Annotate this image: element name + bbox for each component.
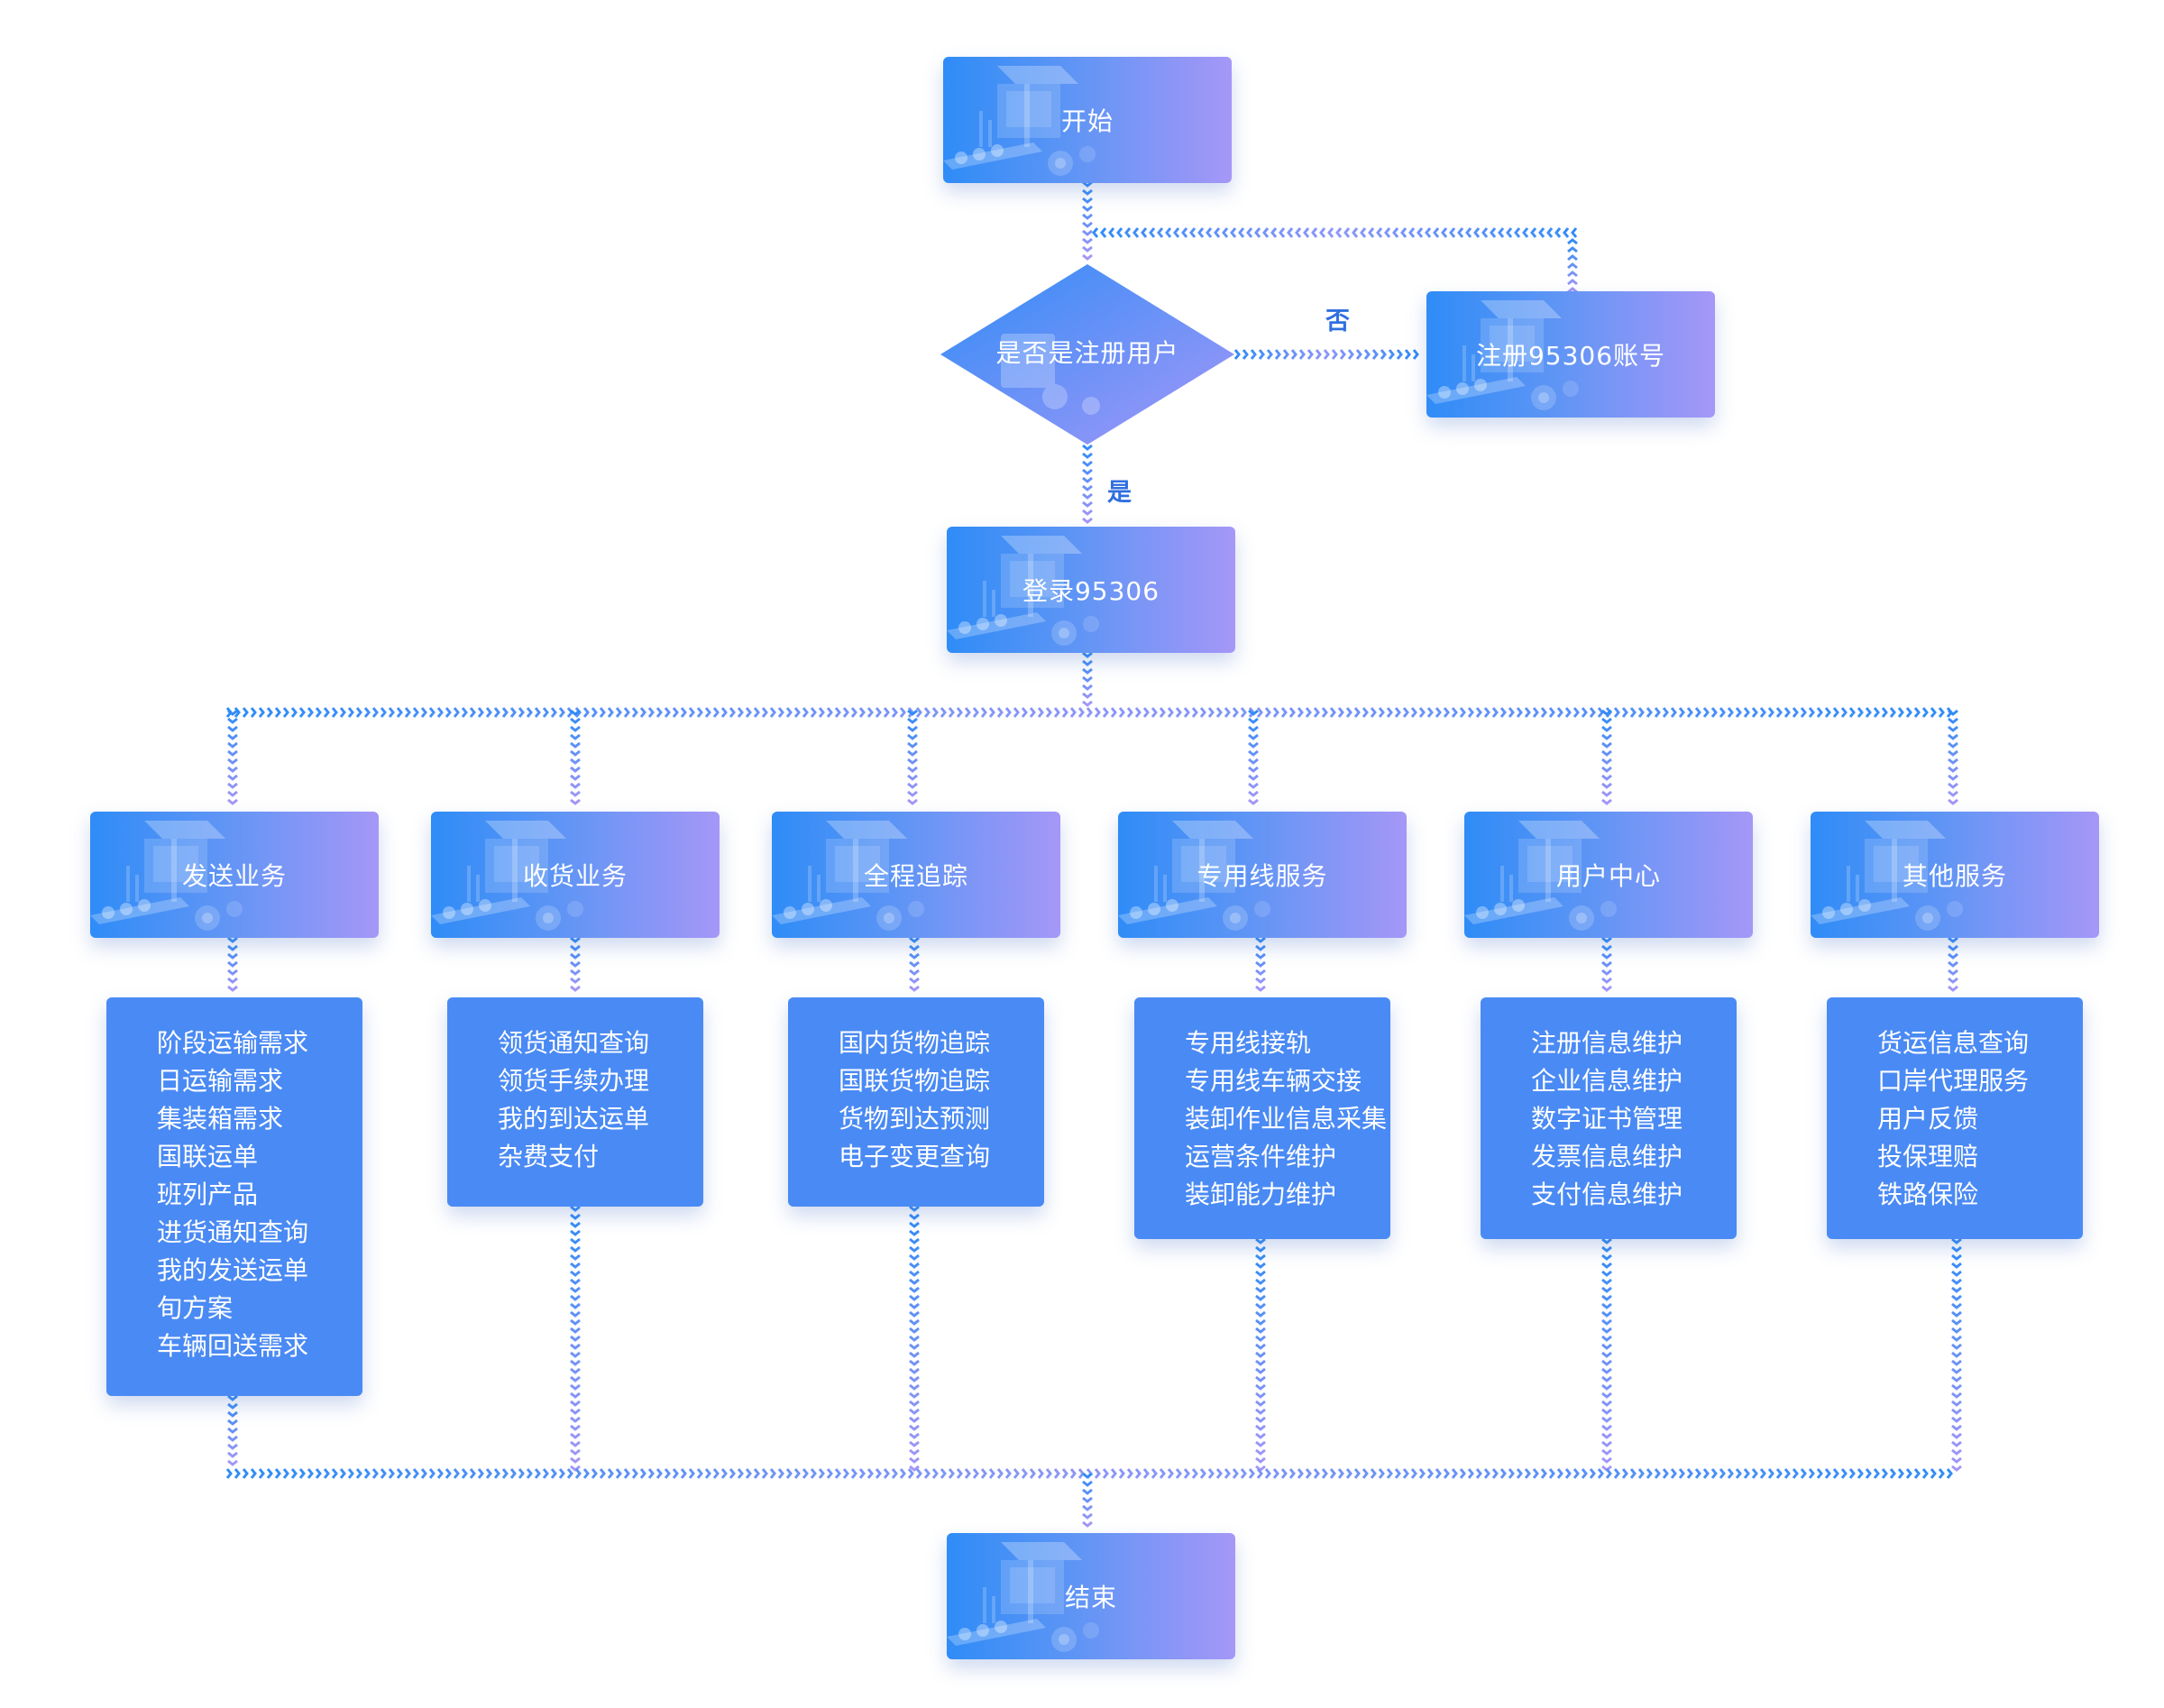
login-node: 登录95306 [947, 527, 1235, 653]
no-label: 否 [1325, 308, 1350, 335]
connector-line [1248, 709, 1259, 805]
connector-line [227, 709, 238, 805]
list-item: 专用线接轨 [1185, 1028, 1312, 1058]
list-item: 领货手续办理 [498, 1066, 650, 1096]
connector-line [1092, 227, 1578, 238]
category-title: 发送业务 [181, 861, 287, 891]
start-node: 开始 [943, 57, 1232, 183]
connector-line [1255, 936, 1266, 992]
list-item: 进货通知查询 [157, 1217, 309, 1247]
category-title: 全程追踪 [863, 861, 968, 891]
connector-line [1082, 444, 1093, 524]
register-node: 注册95306账号 [1426, 291, 1715, 418]
connector-line [227, 936, 238, 992]
list-item: 阶段运输需求 [157, 1028, 309, 1058]
list-item: 我的发送运单 [157, 1255, 309, 1285]
connector-line [1601, 1237, 1612, 1472]
item-list: 专用线接轨 专用线车辆交接 装卸作业信息采集 运营条件维护 装卸能力维护 [1134, 997, 1390, 1239]
list-item: 投保理赔 [1877, 1142, 1979, 1171]
connector-line [1601, 709, 1612, 805]
item-list: 货运信息查询 口岸代理服务 用户反馈 投保理赔 铁路保险 [1827, 997, 2083, 1239]
list-item: 数字证书管理 [1531, 1104, 1683, 1134]
category-node: 用户中心 [1464, 812, 1753, 938]
list-item: 领货通知查询 [498, 1028, 650, 1058]
category-title: 其他服务 [1902, 861, 2007, 891]
category-node: 发送业务 [90, 812, 379, 938]
connector-line [1233, 349, 1419, 360]
category-node: 收货业务 [431, 812, 720, 938]
connector-line [225, 707, 1953, 718]
list-item: 装卸作业信息采集 [1185, 1104, 1388, 1134]
list-item: 国联运单 [157, 1142, 259, 1171]
list-item: 车辆回送需求 [157, 1331, 309, 1361]
connector-line [570, 709, 581, 805]
connector-line [570, 1205, 581, 1472]
list-item: 班列产品 [157, 1180, 259, 1209]
list-item: 我的到达运单 [498, 1104, 650, 1134]
category-title: 专用线服务 [1197, 861, 1328, 891]
category-node: 专用线服务 [1118, 812, 1407, 938]
list-item: 运营条件维护 [1185, 1142, 1337, 1171]
login-label: 登录95306 [1022, 576, 1160, 606]
list-item: 货物到达预测 [839, 1104, 991, 1134]
connector-line [907, 709, 918, 805]
list-item: 国内货物追踪 [839, 1028, 991, 1058]
item-list: 注册信息维护 企业信息维护 数字证书管理 发票信息维护 支付信息维护 [1481, 997, 1737, 1239]
list-item: 旬方案 [157, 1293, 234, 1323]
category-title: 用户中心 [1555, 861, 1661, 891]
list-item: 日运输需求 [157, 1066, 284, 1096]
item-list: 阶段运输需求 日运输需求 集装箱需求 国联运单 班列产品 进货通知查询 我的发送… [106, 997, 362, 1396]
edges [225, 180, 1962, 1528]
connector-line [570, 936, 581, 992]
category-title: 收货业务 [522, 861, 628, 891]
connector-line [1948, 936, 1958, 992]
connector-line [909, 936, 920, 992]
list-item: 企业信息维护 [1531, 1066, 1683, 1096]
yes-label: 是 [1107, 479, 1132, 507]
item-list: 领货通知查询 领货手续办理 我的到达运单 杂费支付 [447, 997, 703, 1207]
decision-node [940, 264, 1234, 445]
connector-line [1255, 1237, 1266, 1472]
connector-line [227, 1394, 238, 1466]
connector-line [1601, 936, 1612, 992]
list-item: 货运信息查询 [1877, 1028, 2030, 1058]
list-item: 用户反馈 [1877, 1104, 1979, 1134]
list-item: 集装箱需求 [157, 1104, 284, 1134]
item-list: 国内货物追踪 国联货物追踪 货物到达预测 电子变更查询 [788, 997, 1044, 1207]
connector-line [1082, 1472, 1093, 1528]
list-item: 杂费支付 [498, 1142, 600, 1171]
list-item: 电子变更查询 [839, 1142, 991, 1171]
category-node: 全程追踪 [772, 812, 1060, 938]
connector-line [909, 1205, 920, 1472]
connector-line [1082, 180, 1093, 261]
decision-label: 是否是注册用户 [995, 338, 1179, 368]
list-item: 注册信息维护 [1531, 1028, 1683, 1058]
list-item: 国联货物追踪 [839, 1066, 991, 1096]
category-node: 其他服务 [1811, 812, 2099, 938]
connector-line [1082, 651, 1093, 707]
list-item: 铁路保险 [1877, 1180, 1979, 1209]
list-item: 支付信息维护 [1531, 1180, 1683, 1209]
list-item: 发票信息维护 [1531, 1142, 1683, 1171]
list-item: 口岸代理服务 [1877, 1066, 2030, 1096]
list-item: 装卸能力维护 [1185, 1180, 1337, 1209]
connector-line [1567, 238, 1578, 294]
end-node: 结束 [947, 1533, 1235, 1659]
connector-line [1948, 709, 1958, 805]
register-label: 注册95306账号 [1475, 341, 1666, 371]
list-item: 专用线车辆交接 [1185, 1066, 1362, 1096]
connector-line [225, 1468, 1953, 1479]
connector-line [1951, 1237, 1962, 1472]
start-label: 开始 [1060, 106, 1114, 136]
end-label: 结束 [1064, 1583, 1117, 1612]
